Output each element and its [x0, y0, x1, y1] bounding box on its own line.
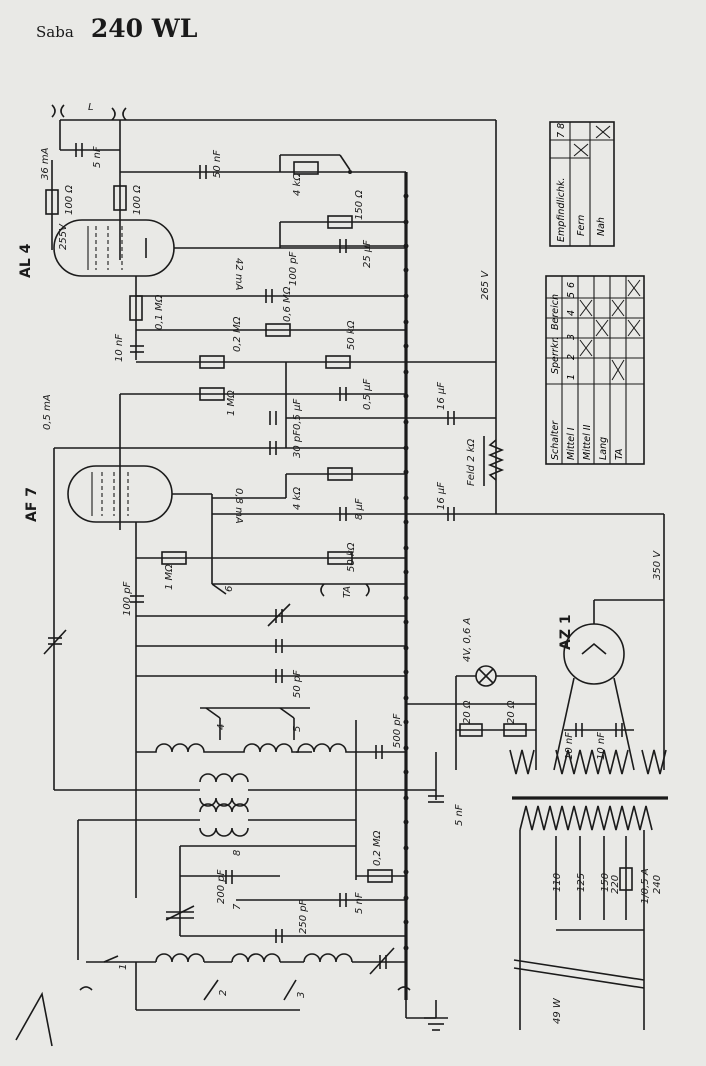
audio-network: [43, 448, 406, 790]
switch-table-sperrkr: Sperrkr.: [550, 337, 561, 374]
tap-125-label: 125: [576, 873, 587, 892]
res-50k-top-label: 50 kΩ: [346, 320, 357, 350]
cap-10nf-label: 10 nF: [114, 334, 125, 362]
cap-05uf-b-label: 0,5 µF: [362, 379, 373, 410]
fuse-label: 1/0,5 A: [640, 868, 651, 904]
cap-500pf-label: 500 pF: [392, 713, 403, 748]
table-sensitivity: Empfindlichk. Fern Nah 7 8: [549, 121, 615, 247]
res-02m-top-label: 0,2 MΩ: [232, 316, 243, 352]
cap-250pf-label: 250 pF: [298, 899, 309, 934]
cap-8uf-label: 8 µF: [354, 498, 365, 520]
sensitivity-col-header: 7 8: [556, 123, 567, 138]
cap-100pf-mid-label: 100 pF: [122, 581, 133, 616]
voltage-350-label: 350 V: [652, 550, 663, 580]
sensitivity-row-fern: Fern: [576, 215, 587, 236]
field-coil-label: Feld 2 kΩ: [466, 438, 477, 486]
switch-col-6: 6: [566, 282, 577, 288]
sensitivity-row-nah: Nah: [596, 217, 607, 236]
tap-110-label: 110: [552, 873, 563, 892]
maker-label: Saba: [36, 23, 74, 41]
cap-10nf-a-label: 10 nF: [564, 732, 575, 760]
tap-240-label: 240: [652, 875, 663, 894]
current-08ma-label: 0,8 mA: [233, 488, 244, 524]
switch-table-bereich: Bereich: [550, 294, 561, 330]
tube-al4-label: AL 4: [18, 243, 34, 278]
res-06m-label: 0,6 MΩ: [282, 286, 293, 322]
cap-5nf-mid-label: 5 nF: [454, 804, 465, 826]
current-36ma-label: 36 mA: [40, 147, 51, 180]
antenna-input: [45, 104, 497, 514]
res-01m-label: 0,1 MΩ: [154, 294, 165, 330]
tube-af7-label: AF 7: [24, 487, 40, 522]
output-stage: [120, 154, 406, 360]
cap-10nf-b-label: 10 nF: [596, 732, 607, 760]
res-4k-top-label: 4 kΩ: [292, 173, 303, 196]
switch-3-label: 3: [296, 992, 307, 998]
tap-150-label: 150: [600, 873, 611, 892]
res-20-a-label: 20 Ω: [462, 700, 473, 724]
cap-16uf-top-label: 16 µF: [436, 382, 447, 410]
model-label: 240 WL: [90, 14, 198, 43]
switch-row-ta: TA: [614, 449, 625, 460]
switch-5-label: 5: [292, 726, 303, 732]
diagram-title: Saba 240 WL: [36, 14, 197, 43]
cap-50nf-top-label: 50 nF: [212, 150, 223, 178]
tube-az1-label: AZ 1: [558, 614, 574, 650]
ta-label: TA: [342, 586, 353, 598]
interstage-network: [54, 355, 665, 770]
voltage-265-label: 265 V: [480, 270, 491, 300]
cap-200pf-label: 200 pF: [216, 869, 227, 904]
table-switch-positions: Schalter Sperrkr. Bereich Mittel I Mitte…: [545, 275, 645, 465]
switch-row-mittel-1: Mittel I: [566, 427, 577, 460]
res-50k-mid-label: 50 kΩ: [346, 542, 357, 572]
cap-25uf-label: 25 µF: [362, 240, 373, 268]
switch-col-1: 1: [566, 374, 577, 380]
res-20-b-label: 20 Ω: [506, 700, 517, 724]
tap-220-label: 220: [610, 875, 621, 894]
cap-30pf-label: 30 pF: [292, 430, 303, 458]
power-supply: [406, 599, 668, 1030]
sensitivity-row-label: Empfindlichk.: [556, 177, 567, 242]
switch-row-lang: Lang: [598, 437, 609, 460]
coil-section: [15, 707, 448, 1047]
res-4k-mid-label: 4 kΩ: [292, 487, 303, 510]
switch-2-label: 2: [218, 990, 229, 996]
cap-5nf-top-label: 5 nF: [92, 146, 103, 168]
current-05ma-label: 0,5 mA: [42, 394, 53, 430]
tube-al4: [53, 219, 406, 277]
switch-row-mittel-2: Mittel II: [582, 424, 593, 460]
res-100-right-label: 100 Ω: [132, 185, 143, 215]
switch-4-label: 4: [216, 724, 227, 730]
switch-col-5: 5: [566, 292, 577, 298]
switch-1-label: 1: [118, 964, 129, 970]
res-150-label: 150 Ω: [354, 190, 365, 220]
switch-col-3: 3: [566, 334, 577, 340]
switch-7-label: 7: [232, 903, 243, 910]
lamp-label: 4V, 0,6 A: [462, 618, 473, 662]
cap-16uf-bot-label: 16 µF: [436, 482, 447, 510]
current-42ma-label: 42 mA: [233, 258, 244, 291]
switch-8-label: 8: [232, 850, 243, 856]
res-1m-mid-label: 1 MΩ: [164, 564, 175, 590]
res-1m-top-label: 1 MΩ: [226, 390, 237, 416]
switch-col-2: 2: [566, 354, 577, 360]
tube-af7: [67, 465, 213, 898]
res-100-left-label: 100 Ω: [64, 185, 75, 215]
antenna-label: L: [88, 102, 94, 113]
cap-50pf-label: 50 pF: [292, 670, 303, 698]
res-02m-bot-label: 0,2 MΩ: [372, 830, 383, 866]
cap-5nf-bot-label: 5 nF: [354, 892, 365, 914]
power-rating-label: 49 W: [552, 997, 563, 1024]
cap-05uf-a-label: 0,5 µF: [292, 399, 303, 430]
switch-6-label: 6: [224, 586, 235, 592]
cap-100pf-label: 100 pF: [288, 251, 299, 286]
switch-table-header: Schalter: [550, 420, 561, 460]
voltage-255-label: 255V: [58, 223, 69, 250]
switch-col-4: 4: [566, 310, 577, 316]
